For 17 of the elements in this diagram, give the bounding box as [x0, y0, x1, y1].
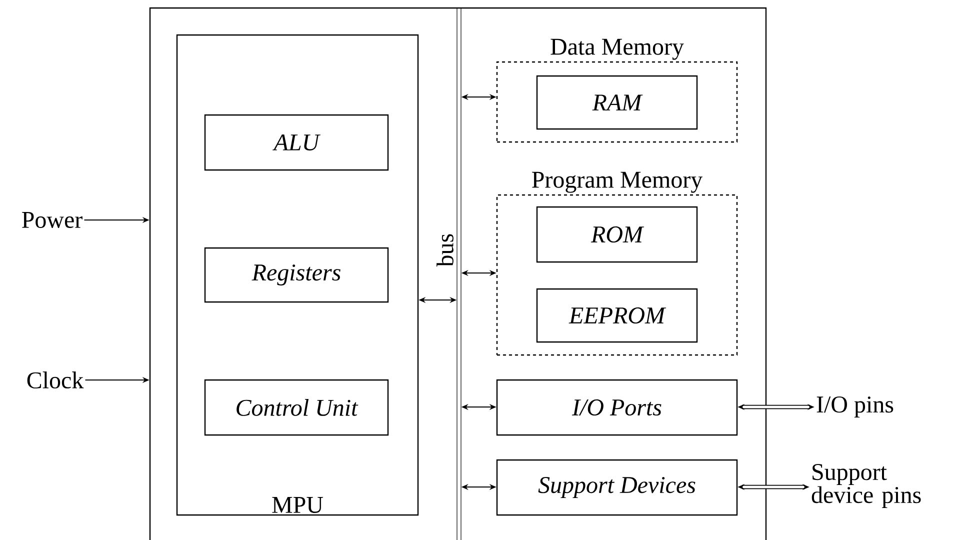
block-box: RAM	[536, 75, 698, 130]
block-box: I/O Ports	[496, 379, 738, 436]
block-box: ROM	[536, 206, 698, 263]
pin-label: Support device pins	[812, 464, 921, 508]
system-frame	[149, 7, 767, 540]
pin-label: Clock	[27, 372, 84, 388]
pin-label: I/O pins	[816, 396, 894, 418]
block-box: EEPROM	[536, 288, 698, 343]
block-box: ALU	[204, 114, 389, 171]
node-label: Program Memory	[532, 172, 703, 193]
bus-line	[456, 8, 462, 540]
block-box: Support Devices	[496, 459, 738, 516]
bus-label: bus	[436, 234, 454, 267]
block-box: Registers	[204, 247, 389, 303]
block-box: Control Unit	[204, 379, 389, 436]
pin-label: Power	[22, 212, 82, 228]
node-label: Data Memory	[550, 38, 684, 60]
